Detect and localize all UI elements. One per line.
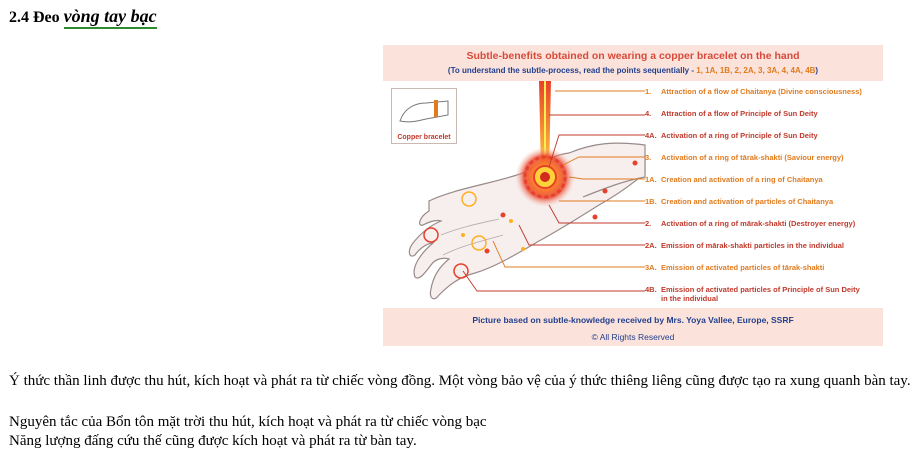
legend-item-text: Emission of mārak-shakti particles in th… xyxy=(661,241,844,250)
swirl xyxy=(423,227,439,243)
legend-item-text: Attraction of a flow of Chaitanya (Divin… xyxy=(661,87,862,96)
legend-item-text: Emission of activated particles of Princ… xyxy=(661,285,860,294)
legend-item: 3. Activation of a ring of tārak-shakti (… xyxy=(645,153,877,162)
legend-item-number: 2A. xyxy=(645,241,657,250)
legend-item: 4B. Emission of activated particles of Pr… xyxy=(645,285,877,303)
legend-item: 2A. Emission of mārak-shakti particles in… xyxy=(645,241,877,250)
particle xyxy=(592,214,598,220)
hand-illustration xyxy=(408,81,646,300)
legend-item-text: Creation and activation of particles of … xyxy=(661,197,834,206)
figure-header: Subtle-benefits obtained on wearing a co… xyxy=(383,45,883,81)
legend-item-number: 1B. xyxy=(645,197,657,206)
finger-crease-2 xyxy=(440,218,500,236)
legend-item: 4A. Activation of a ring of Principle of … xyxy=(645,131,877,140)
particle xyxy=(484,248,490,254)
legend-item-number: 1A. xyxy=(645,175,657,184)
legend-item-text: Activation of a ring of mārak-shakti (De… xyxy=(661,219,856,228)
legend-item-number: 3. xyxy=(645,153,652,162)
legend-item: 1. Attraction of a flow of Chaitanya (Div… xyxy=(645,87,877,96)
legend-item-number: 3A. xyxy=(645,263,657,272)
legend-item-text: Activation of a ring of tārak-shakti (Sa… xyxy=(661,153,844,162)
legend-item-text: Activation of a ring of Principle of Sun… xyxy=(661,131,818,140)
legend-item-number: 2. xyxy=(645,219,652,228)
paragraph-copper-bracelet: Ý thức thần linh được thu hút, kích hoạt… xyxy=(9,373,911,389)
subtle-benefits-figure: Subtle-benefits obtained on wearing a co… xyxy=(383,45,883,346)
figure-footer: Picture based on subtle-knowledge receiv… xyxy=(383,308,883,346)
figure-subtitle-prefix: (To understand the subtle-process, read … xyxy=(447,66,697,75)
inset-label: Copper bracelet xyxy=(397,134,451,141)
legend-item-text: Attraction of a flow of Principle of Sun… xyxy=(661,109,818,118)
swirl xyxy=(471,235,487,251)
swirl xyxy=(461,191,477,207)
legend-item: 1A. Creation and activation of a ring of … xyxy=(645,175,877,184)
bracelet-center xyxy=(540,172,550,182)
section-heading-prefix: 2.4 Đeo xyxy=(9,9,60,26)
section-heading: 2.4 Đeo vòng tay bạc xyxy=(9,6,157,29)
paragraph-sun-principle-text: Nguyên tắc của Bổn tôn mặt trời thu hút,… xyxy=(9,414,487,430)
legend-item: 2. Activation of a ring of mārak-shakti (… xyxy=(645,219,877,228)
legend-item-number: 4B. xyxy=(645,285,657,294)
figure-subtitle: (To understand the subtle-process, read … xyxy=(383,66,883,75)
paragraph-sun-principle: Nguyên tắc của Bổn tôn mặt trời thu hút,… xyxy=(9,413,487,432)
figure-title: Subtle-benefits obtained on wearing a co… xyxy=(466,50,800,62)
particle xyxy=(602,188,608,194)
legend-item: 1B. Creation and activation of particles … xyxy=(645,197,877,206)
copper-bracelet-inset: Copper bracelet xyxy=(391,88,457,144)
legend-item-text: Creation and activation of a ring of Cha… xyxy=(661,175,823,184)
particle xyxy=(500,212,506,218)
particle xyxy=(509,219,513,223)
particle xyxy=(632,160,638,166)
figure-rights: © All Rights Reserved xyxy=(591,332,675,342)
legend-item-number: 4. xyxy=(645,109,652,118)
legend-item-text-continued: in the individual xyxy=(661,294,719,303)
legend-item: 4. Attraction of a flow of Principle of S… xyxy=(645,109,877,118)
figure-subtitle-sequence: 1, 1A, 1B, 2, 2A, 3, 3A, 4, 4A, 4B xyxy=(696,66,816,75)
legend-item-number: 1. xyxy=(645,87,652,96)
particle xyxy=(461,233,465,237)
swirl xyxy=(453,263,469,279)
silver-bracelet-link[interactable]: vòng tay bạc xyxy=(63,6,157,29)
particle xyxy=(521,247,525,251)
legend-item-number: 4A. xyxy=(645,131,657,140)
wrist-sketch-icon xyxy=(399,100,449,123)
figure-credit: Picture based on subtle-knowledge receiv… xyxy=(472,315,794,325)
bracelet-ring-outer xyxy=(523,155,567,199)
legend-item: 3A. Emission of activated particles of tā… xyxy=(645,263,877,272)
legend-item-text: Emission of activated particles of tārak… xyxy=(661,263,825,272)
paragraph-saviour-energy: Năng lượng đấng cứu thế cũng được kích h… xyxy=(9,433,417,449)
finger-crease-1 xyxy=(442,234,504,256)
figure-subtitle-suffix: ) xyxy=(815,66,819,75)
